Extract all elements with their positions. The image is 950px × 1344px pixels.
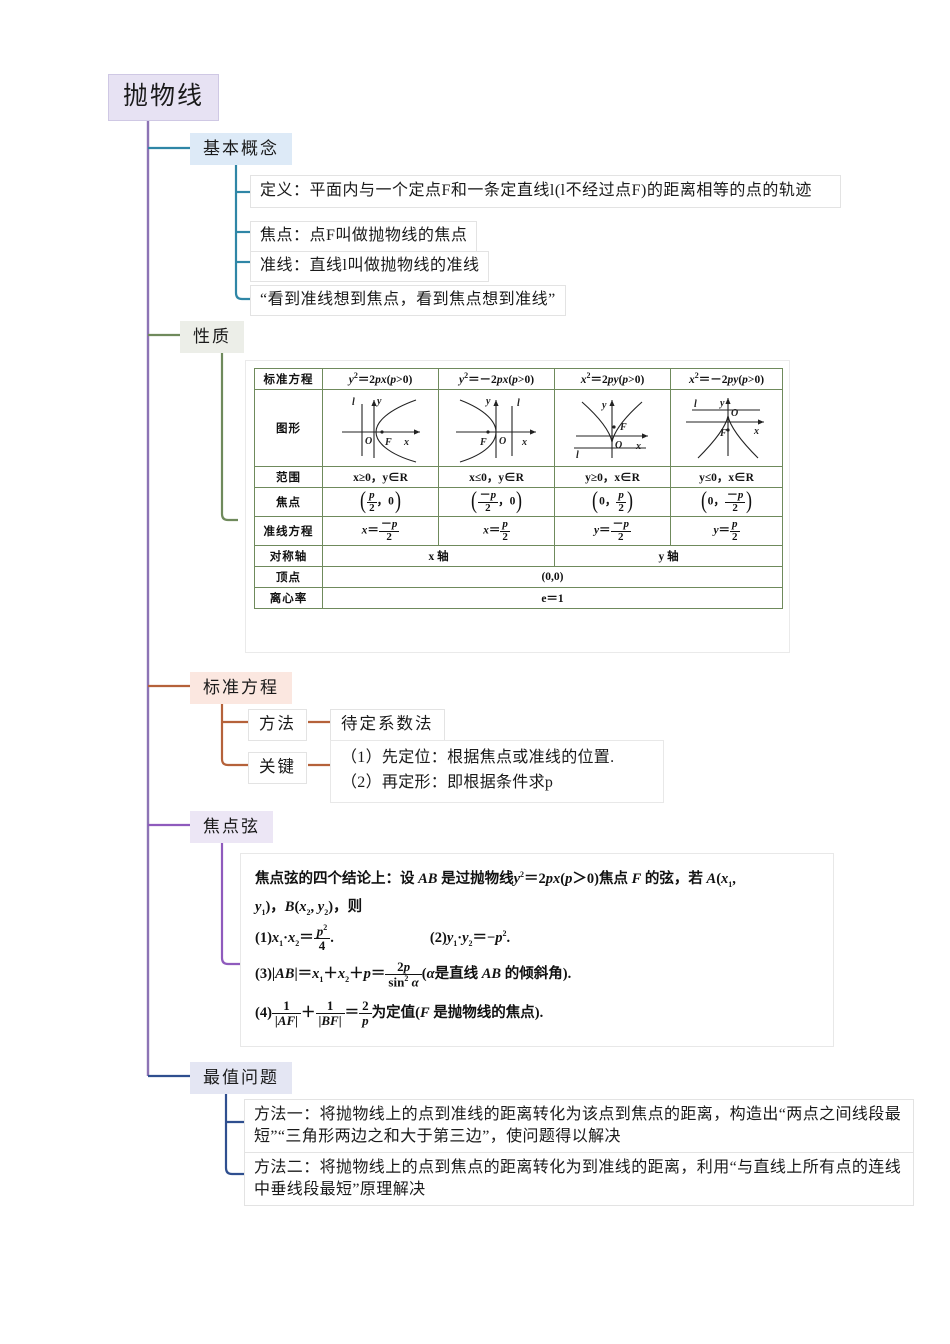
branch-node-extremum[interactable]: 最值问题 (190, 1062, 292, 1095)
leaf-key-value[interactable]: （1）先定位：根据焦点或准线的位置. （2）再定形：即根据条件求p (330, 740, 664, 803)
branch-node-basic-concept[interactable]: 基本概念 (190, 133, 292, 166)
svg-text:x: x (403, 437, 409, 448)
properties-table-wrapper: 标准方程 y2＝2px(p>0) y2＝－2px(p>0) x2＝2py(p>0… (245, 360, 790, 653)
row-header-focus: 焦点 (254, 486, 323, 518)
cell-range-2: x≤0，y∈R (438, 466, 555, 488)
leaf-definition[interactable]: 定义：平面内与一个定点F和一条定直线l(l不经过点F)的距离相等的点的轨迹 (250, 175, 841, 208)
cell-eq-4: x2＝－2py(p>0) (670, 368, 783, 390)
table-row: 范围 x≥0，y∈R x≤0，y∈R y≥0，x∈R y≤0，x∈R (254, 466, 783, 488)
parabola-up-icon: O F x y l (573, 400, 648, 461)
svg-text:x: x (635, 441, 641, 452)
cell-axis-y: y 轴 (554, 545, 783, 568)
focal-chord-line-1: 焦点弦的四个结论上：设 AB 是过抛物线y2＝2px(p＞0)焦点 F 的弦，若… (255, 870, 736, 889)
svg-text:x: x (753, 426, 759, 437)
root-node[interactable]: 抛物线 (108, 74, 220, 122)
cell-range-4: y≤0，x∈R (670, 466, 783, 488)
parabola-left-icon: O F x y l (455, 396, 536, 463)
leaf-key-label[interactable]: 关键 (248, 752, 307, 784)
cell-eq-1: y2＝2px(p>0) (322, 368, 439, 390)
svg-text:l: l (352, 397, 355, 408)
cell-graph-left-opening: O F x y l (438, 389, 555, 467)
leaf-method-one[interactable]: 方法一：将抛物线上的点到准线的距离转化为该点到焦点的距离，构造出“两点之间线段最… (244, 1099, 914, 1154)
properties-table: 标准方程 y2＝2px(p>0) y2＝－2px(p>0) x2＝2py(p>0… (254, 368, 783, 610)
svg-text:F: F (719, 428, 727, 439)
cell-axis-x: x 轴 (322, 545, 555, 568)
focal-chord-content[interactable]: 焦点弦的四个结论上：设 AB 是过抛物线y2＝2px(p＞0)焦点 F 的弦，若… (240, 853, 834, 1047)
cell-eq-2: y2＝－2px(p>0) (438, 368, 555, 390)
focal-chord-item-2: (2)y1·y2＝−p2. (429, 929, 511, 948)
svg-text:F: F (479, 437, 487, 448)
svg-text:l: l (694, 399, 697, 410)
cell-vertex: (0,0) (322, 566, 783, 589)
leaf-method-value[interactable]: 待定系数法 (330, 709, 445, 741)
cell-range-3: y≥0，x∈R (554, 466, 671, 488)
svg-text:O: O (615, 440, 622, 451)
cell-range-1: x≥0，y∈R (322, 466, 439, 488)
table-row: 离心率 e＝1 (254, 587, 783, 610)
table-row: 顶点 (0,0) (254, 566, 783, 589)
cell-graph-down-opening: O F x y l (670, 389, 783, 467)
key-line-1: （1）先定位：根据焦点或准线的位置. (341, 749, 615, 766)
table-row: 标准方程 y2＝2px(p>0) y2＝－2px(p>0) x2＝2py(p>0… (254, 368, 783, 390)
row-header-axis-of-symmetry: 对称轴 (254, 545, 323, 568)
leaf-mnemonic[interactable]: “看到准线想到焦点，看到焦点想到准线” (250, 285, 566, 316)
svg-text:y: y (485, 396, 491, 407)
svg-text:x: x (521, 437, 527, 448)
row-header-vertex: 顶点 (254, 566, 323, 589)
table-row: 对称轴 x 轴 y 轴 (254, 545, 783, 568)
cell-graph-up-opening: O F x y l (554, 389, 671, 467)
svg-text:y: y (601, 400, 607, 411)
row-header-eccentricity: 离心率 (254, 587, 323, 610)
branch-node-standard-equation[interactable]: 标准方程 (190, 672, 292, 705)
row-header-graph: 图形 (254, 389, 323, 467)
svg-text:O: O (731, 408, 738, 419)
svg-text:y: y (376, 396, 382, 407)
cell-eccentricity: e＝1 (322, 587, 783, 610)
focal-chord-line-2: y1)，B(x2, y2)，则 (255, 898, 363, 917)
parabola-down-icon: O F x y l (685, 398, 764, 459)
leaf-focus[interactable]: 焦点：点F叫做抛物线的焦点 (250, 221, 478, 252)
svg-text:l: l (576, 450, 579, 461)
leaf-method-two[interactable]: 方法二：将抛物线上的点到焦点的距离转化为到准线的距离，利用“与直线上所有点的连线… (244, 1152, 914, 1207)
branch-node-focal-chord[interactable]: 焦点弦 (190, 811, 273, 844)
cell-eq-3: x2＝2py(p>0) (554, 368, 671, 390)
svg-text:y: y (719, 398, 725, 409)
svg-text:F: F (619, 422, 627, 433)
row-header-range: 范围 (254, 466, 323, 488)
svg-text:l: l (517, 398, 520, 409)
cell-graph-right-opening: O F x y l (322, 389, 439, 467)
svg-text:F: F (384, 437, 392, 448)
svg-text:O: O (499, 436, 506, 447)
key-line-2: （2）再定形：即根据条件求p (341, 773, 554, 791)
row-header-standard-equation: 标准方程 (254, 368, 323, 390)
parabola-right-icon: O F x y l (341, 396, 420, 463)
branch-node-properties[interactable]: 性质 (180, 321, 244, 354)
leaf-directrix[interactable]: 准线：直线l叫做抛物线的准线 (250, 251, 490, 282)
svg-text:O: O (365, 436, 372, 447)
leaf-method-label[interactable]: 方法 (248, 709, 307, 741)
row-header-directrix-equation: 准线方程 (254, 516, 323, 547)
table-row: 图形 O F (254, 389, 783, 467)
